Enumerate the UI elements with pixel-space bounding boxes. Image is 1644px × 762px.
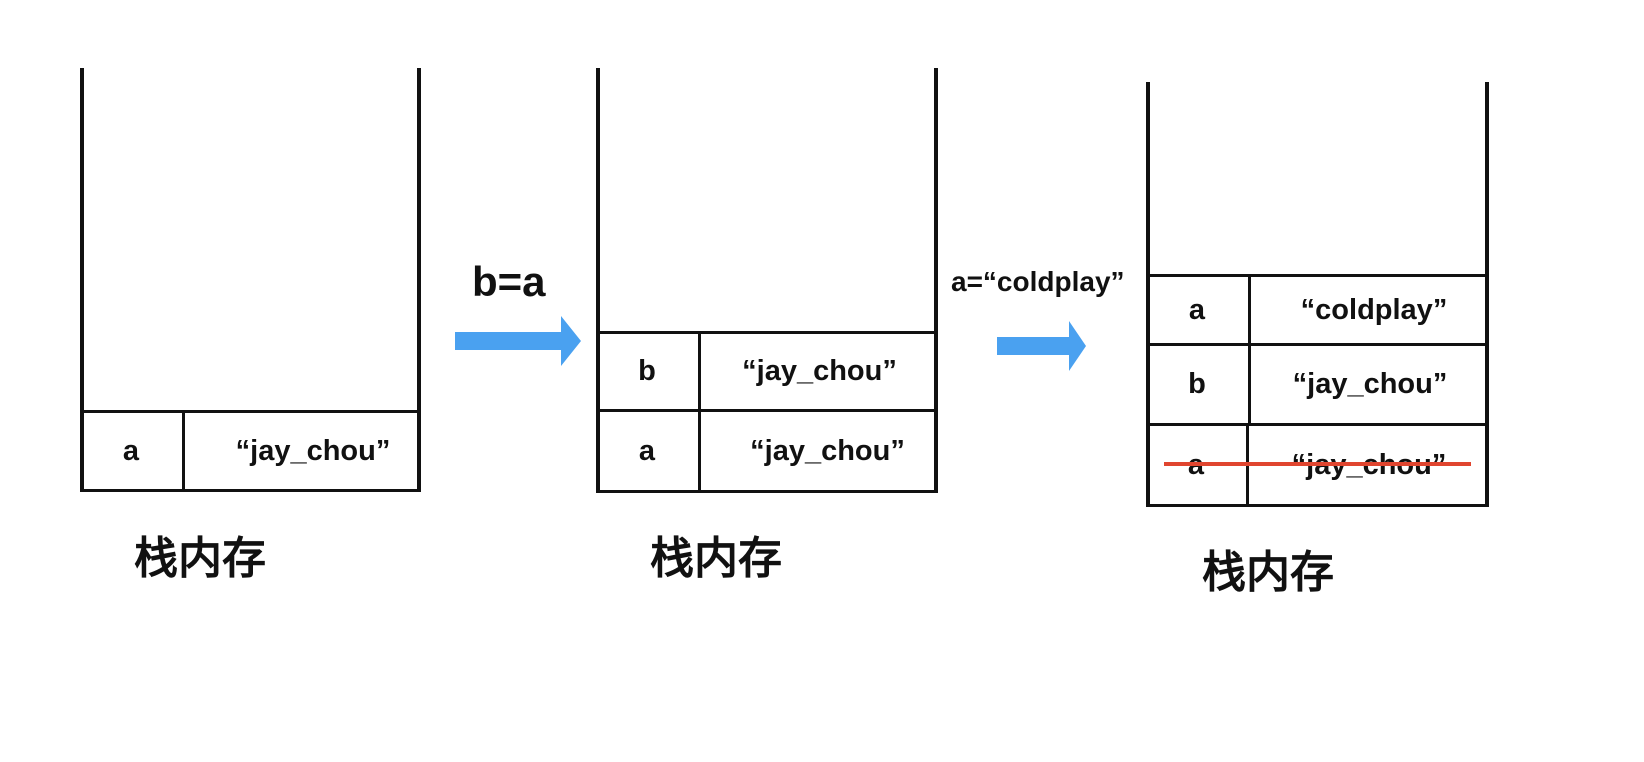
stack-wall-right xyxy=(1485,82,1489,507)
stack-rows: a “coldplay” b “jay_chou” a “jay_chou” xyxy=(1146,274,1489,507)
strikethrough-line xyxy=(1164,462,1471,466)
variable-name: b xyxy=(596,334,701,409)
stack-row: a “jay_chou” xyxy=(596,412,938,490)
stack-memory-3: a “coldplay” b “jay_chou” a “jay_chou” xyxy=(1146,82,1489,507)
stack-wall-right xyxy=(417,68,421,492)
stack-row: a “coldplay” xyxy=(1146,277,1489,346)
stack-caption: 栈内存 xyxy=(1202,547,1334,598)
stack-memory-2: b “jay_chou” a “jay_chou” xyxy=(596,68,938,493)
stack-wall-left xyxy=(80,68,84,492)
variable-value: “jay_chou” xyxy=(235,434,391,467)
stack-row: b “jay_chou” xyxy=(1146,346,1489,426)
operation-label: b=a xyxy=(472,258,546,305)
stack-memory-1: a “jay_chou” xyxy=(80,68,421,492)
stack-row: a “jay_chou” xyxy=(80,413,421,489)
right-arrow-icon xyxy=(997,321,1086,371)
stack-rows: b “jay_chou” a “jay_chou” xyxy=(596,331,938,493)
variable-name: a xyxy=(80,413,185,489)
variable-value: “jay_chou” xyxy=(742,355,897,387)
variable-name: a xyxy=(1146,277,1251,343)
right-arrow-icon xyxy=(455,316,581,366)
stack-row-freed: a “jay_chou” xyxy=(1146,426,1489,504)
stack-wall-left xyxy=(596,68,600,493)
variable-name: a xyxy=(596,412,701,490)
stack-rows: a “jay_chou” xyxy=(80,410,421,492)
variable-value: “coldplay” xyxy=(1300,293,1448,326)
stack-caption: 栈内存 xyxy=(650,533,782,584)
variable-value: “jay_chou” xyxy=(750,434,905,467)
operation-label: a=“coldplay” xyxy=(951,266,1125,297)
stack-caption: 栈内存 xyxy=(134,533,266,584)
variable-name: b xyxy=(1146,346,1251,423)
stack-row: b “jay_chou” xyxy=(596,334,938,412)
variable-value: “jay_chou” xyxy=(1292,368,1448,400)
stack-wall-left xyxy=(1146,82,1150,507)
stack-wall-right xyxy=(934,68,938,493)
